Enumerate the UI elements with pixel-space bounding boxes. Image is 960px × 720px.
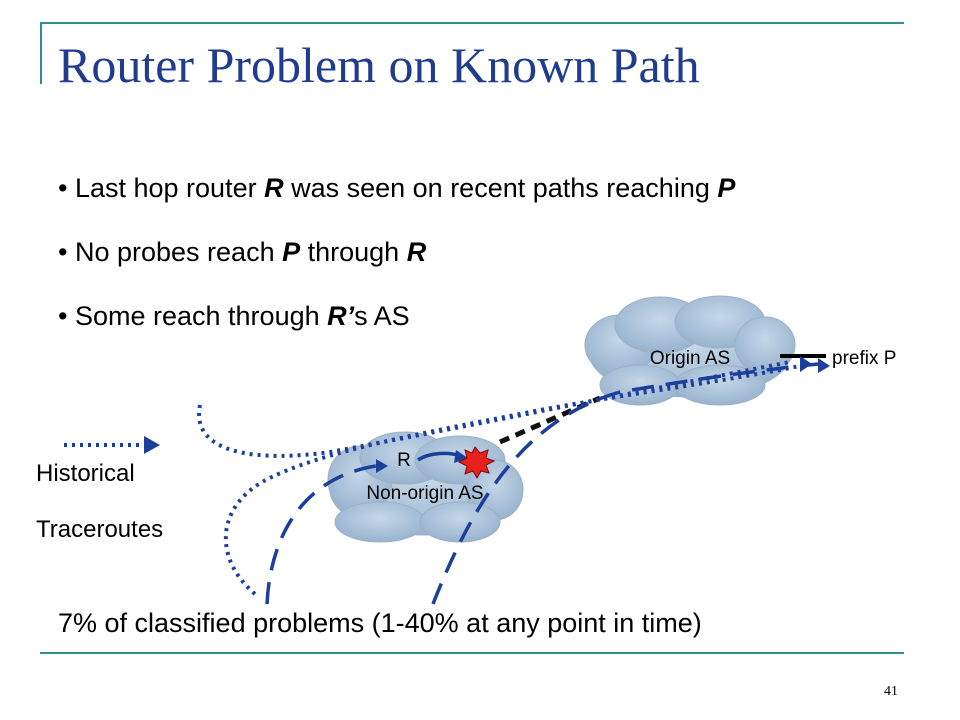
historical-path-lower xyxy=(223,364,801,596)
probe-arrowhead xyxy=(454,450,468,463)
left-rule xyxy=(40,22,42,84)
probe-path-through-as xyxy=(431,362,819,605)
summary-text: 7% of classified problems (1-40% at any … xyxy=(58,608,702,638)
probe-arrowhead xyxy=(818,358,830,373)
bottom-rule xyxy=(40,652,904,654)
non-origin-as-cloud: R Non-origin AS xyxy=(327,431,524,543)
non-origin-as-label: Non-origin AS xyxy=(366,483,483,504)
bullet-item: • No probes reach P through R xyxy=(58,237,427,267)
legend-label-historical: Historical xyxy=(36,460,135,487)
top-rule xyxy=(40,22,904,24)
origin-as-label: Origin AS xyxy=(650,348,730,369)
prefix-label: prefix P xyxy=(832,348,896,369)
page-number: 41 xyxy=(884,684,898,699)
origin-as-cloud: Origin AS xyxy=(584,295,796,406)
failure-burst-icon xyxy=(457,446,496,480)
probe-arrowhead xyxy=(376,459,388,473)
bullet-item: • Last hop router R was seen on recent p… xyxy=(58,173,736,203)
bullet-item: • Some reach through R’s AS xyxy=(58,301,410,331)
historical-path-upper xyxy=(197,360,791,458)
slide-title: Router Problem on Known Path xyxy=(58,37,700,93)
bullet-list: • Last hop router R was seen on recent p… xyxy=(58,168,735,360)
legend-arrowhead xyxy=(144,436,160,454)
legend-label-traceroutes: Traceroutes xyxy=(36,516,164,543)
router-label: R xyxy=(397,450,411,471)
